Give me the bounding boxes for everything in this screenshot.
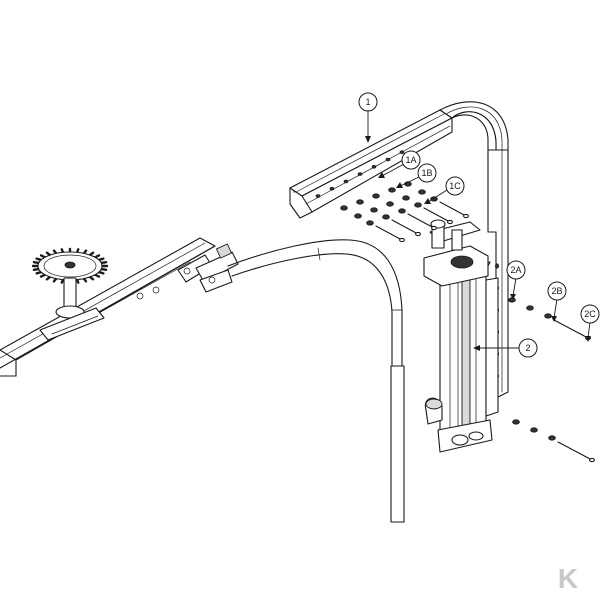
rail-hole [329,186,335,191]
boom-arm [0,237,216,377]
gear-tooth [32,267,41,271]
rail-hole [399,150,405,155]
callout-2a: 2A [506,260,526,300]
callout-label-2a: 2A [510,265,521,275]
washer [530,427,538,433]
fasteners [340,181,595,463]
gear-tooth [39,254,47,259]
gear-tooth [39,273,47,278]
bolt-head [447,219,453,225]
hose-tube [227,239,405,523]
callout-label-2b: 2B [551,286,562,296]
callout-2c: 2C [580,304,600,342]
washer [370,207,378,213]
washer [526,305,534,311]
washer [382,214,390,220]
washer [544,313,552,319]
callout-label-1: 1 [365,97,370,107]
washer [366,220,374,226]
slide-assembly [423,219,499,453]
washer [512,419,520,425]
bolt [439,201,467,217]
callout-label-2c: 2C [584,309,596,319]
bolt-head [431,225,437,231]
callout-label-1a: 1A [405,155,416,165]
sprocket-gear [31,247,109,341]
callout-1b: 1B [396,163,437,188]
bolt [375,225,403,241]
callout-2b: 2B [547,281,567,322]
bolt-head [415,231,421,237]
washer [386,201,394,207]
washer [388,187,396,193]
callout-label-1b: 1B [421,168,432,178]
washer [398,208,406,214]
bolt [391,219,419,235]
rail-hole [315,194,321,198]
rail-hole [371,165,377,169]
gear-tooth [35,257,43,262]
washer [402,195,410,201]
gear-tooth [97,257,105,262]
cable-clamp [136,243,239,300]
brand-logo: K [558,563,578,594]
callout-1a: 1A [378,150,421,178]
rail-hole [385,157,391,162]
bolt [553,319,589,339]
washer [356,199,364,205]
washer [340,205,348,211]
washer [414,202,422,208]
rail-hole [494,263,499,269]
callout-2: 2 [473,338,538,358]
gear-tooth [99,267,108,271]
gear-tooth [35,270,43,275]
washer [508,297,516,303]
callout-label-1c: 1C [449,181,461,191]
bolt [557,441,593,461]
washer [548,435,556,441]
bolt-head [589,457,595,463]
gear-tooth [32,261,41,265]
bolt [423,207,451,223]
gear-tooth [93,273,101,278]
gear-tooth [97,270,105,275]
bolt-head [463,213,469,219]
bolt-head [399,237,405,243]
washer [354,213,362,219]
rail-hole [357,172,363,176]
brand-logo-mark: K [558,563,578,594]
callout-1: 1 [358,92,378,143]
callout-1c: 1C [424,176,465,204]
gear-tooth [93,254,101,259]
rail-hole [343,179,349,184]
callout-label-2: 2 [525,343,530,353]
washer [418,189,426,195]
upper-channel-rail [289,101,509,399]
gear-tooth [99,261,108,265]
bolt [407,213,435,229]
washer [430,196,438,202]
washer [372,193,380,199]
